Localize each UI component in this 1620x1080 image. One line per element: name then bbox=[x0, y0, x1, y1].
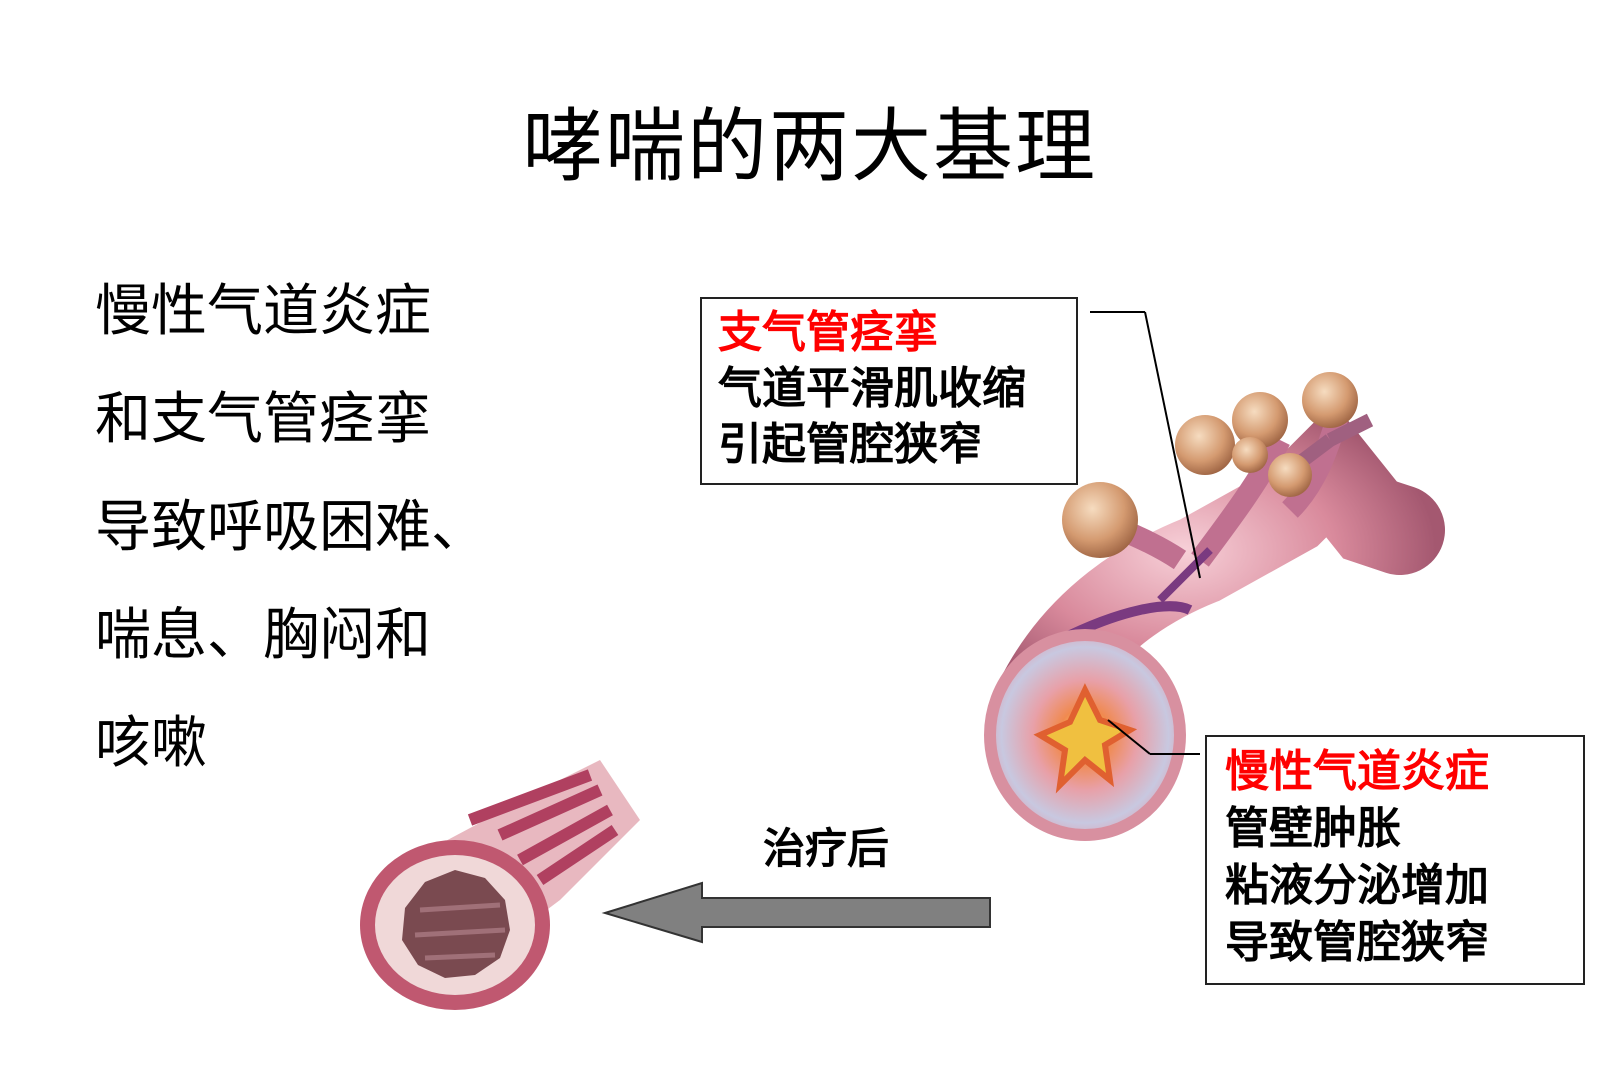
arrow-label: 治疗后 bbox=[763, 824, 890, 873]
treatment-arrow bbox=[601, 881, 991, 944]
callout-line: 引起管腔狭窄 bbox=[718, 419, 982, 470]
callout-line: 管壁肿胀 bbox=[1225, 803, 1401, 854]
callout-bronchospasm: 支气管痉挛 气道平滑肌收缩 引起管腔狭窄 bbox=[700, 297, 1078, 485]
description-line: 和支气管痉挛 bbox=[95, 387, 431, 452]
callout-line: 粘液分泌增加 bbox=[1225, 860, 1489, 911]
callout-heading: 支气管痉挛 bbox=[718, 307, 938, 358]
slide-title: 哮喘的两大基理 bbox=[523, 100, 1097, 193]
description-line: 咳嗽 bbox=[95, 711, 207, 776]
bronchus-illustration bbox=[984, 311, 1445, 841]
callout-line: 气道平滑肌收缩 bbox=[718, 363, 1026, 414]
callout-heading: 慢性气道炎症 bbox=[1225, 746, 1489, 797]
description-line: 导致呼吸困难、 bbox=[95, 495, 487, 560]
healthy-airway-illustration bbox=[360, 760, 640, 1010]
callout-line: 导致管腔狭窄 bbox=[1225, 917, 1489, 968]
description-line: 慢性气道炎症 bbox=[95, 279, 431, 344]
callout-inflammation: 慢性气道炎症 管壁肿胀 粘液分泌增加 导致管腔狭窄 bbox=[1205, 735, 1585, 985]
description-line: 喘息、胸闷和 bbox=[95, 603, 431, 668]
left-description: 慢性气道炎症 和支气管痉挛 导致呼吸困难、 喘息、胸闷和 咳嗽 bbox=[95, 258, 487, 798]
